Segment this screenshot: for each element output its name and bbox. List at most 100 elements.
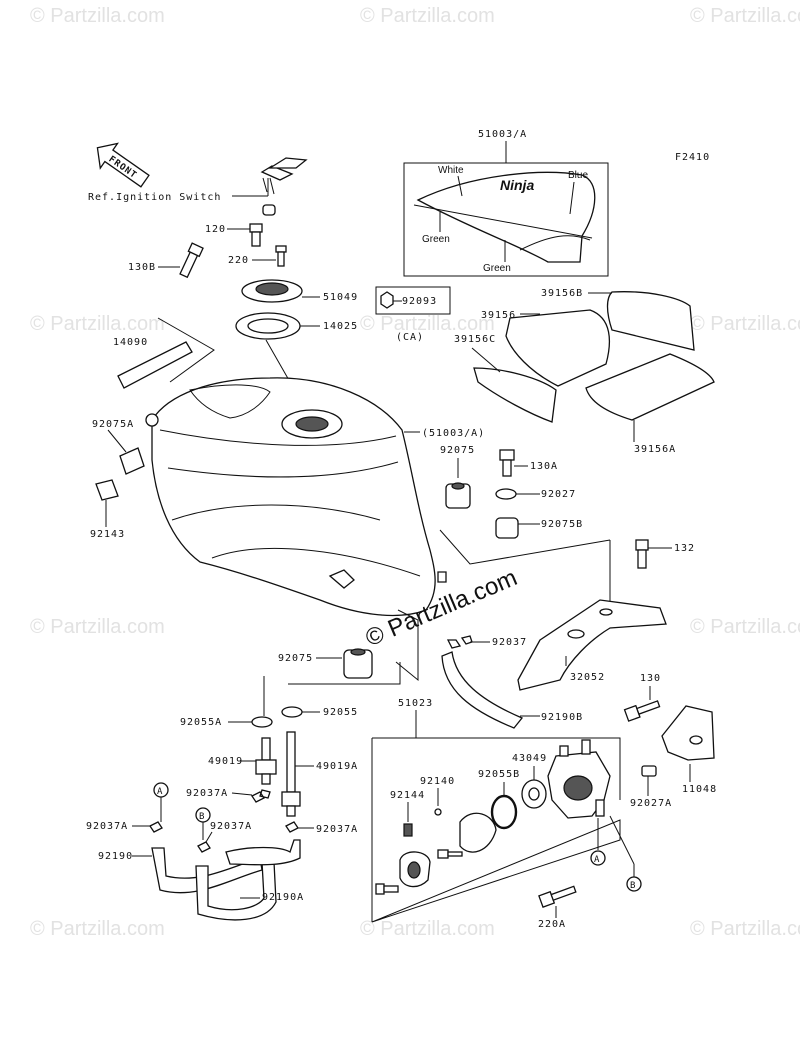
bolt-130-icon [623, 700, 661, 722]
figure-code: F2410 [675, 152, 710, 163]
callout-92190b: 92190B [541, 712, 583, 723]
callout-ca: (CA) [396, 332, 424, 343]
decal-color-green-2: Green [483, 263, 511, 274]
clip-92037a-icon [149, 821, 163, 833]
bracket-11048-icon [661, 705, 715, 761]
callout-132: 132 [674, 543, 695, 554]
watermark: © Partzilla.com [690, 313, 800, 335]
screw-icon [437, 849, 463, 859]
callout-92055b: 92055B [478, 769, 520, 780]
callout-92143: 92143 [90, 529, 125, 540]
callout-220a: 220A [538, 919, 566, 930]
callout-51003a: 51003/A [478, 129, 527, 140]
callout-92037a-3: 92037A [86, 821, 128, 832]
nut-icon [380, 291, 394, 309]
fuel-tank-icon [151, 377, 447, 617]
ignition-key-icon [260, 157, 308, 195]
grommet-92075a-icon [119, 447, 145, 475]
fuel-cock-box [371, 737, 621, 923]
callout-92037: 92037 [492, 637, 527, 648]
callout-39156b: 39156B [541, 288, 583, 299]
callout-51003a-ref: (51003/A) [422, 428, 485, 439]
decal-logo: Ninja [500, 177, 534, 193]
oring-92055a-icon [251, 716, 273, 728]
decal-color-green-1: Green [422, 234, 450, 245]
oring-92055b-icon [490, 794, 518, 830]
callout-92037a-2: 92037A [316, 824, 358, 835]
clip-92037a-icon [285, 821, 299, 833]
watermark: © Partzilla.com [30, 616, 165, 638]
knee-pad-39156c-icon [473, 367, 557, 423]
fitting-49019-icon [255, 737, 277, 785]
callout-92027a: 92027A [630, 798, 672, 809]
callout-130a: 130A [530, 461, 558, 472]
callout-92144: 92144 [390, 790, 425, 801]
callout-92190a: 92190A [262, 892, 304, 903]
callout-51049: 51049 [323, 292, 358, 303]
ref-b-2: B [630, 881, 635, 891]
bolt-132-icon [635, 539, 649, 569]
callout-120: 120 [205, 224, 226, 235]
watermark-layer: © Partzilla.com © Partzilla.com © Partzi… [30, 5, 800, 940]
screw-220a-icon [538, 885, 577, 908]
hose-92190b-icon [441, 651, 524, 729]
callout-92027: 92027 [541, 489, 576, 500]
callout-92190: 92190 [98, 851, 133, 862]
decal-box [403, 162, 609, 277]
knee-pad-39156-icon [505, 309, 611, 387]
oring-92055-icon [281, 706, 303, 718]
knee-pad-39156a-icon [585, 353, 715, 421]
callout-51023: 51023 [398, 698, 433, 709]
callout-92037a-4: 92037A [210, 821, 252, 832]
tank-decal-icon: Ninja [413, 171, 596, 263]
decal-color-white: White [438, 165, 464, 176]
watermark: © Partzilla.com [690, 5, 800, 27]
clip-92037-icon [446, 635, 473, 649]
watermark: © Partzilla.com [690, 616, 800, 638]
washer-92027-icon [495, 488, 517, 500]
callout-130b: 130B [128, 262, 156, 273]
watermark: © Partzilla.com [30, 5, 165, 27]
fitting-49019a-icon [281, 731, 301, 817]
ignition-plug-icon [262, 204, 276, 216]
lever-plate-icon [459, 812, 497, 853]
spring-92144-icon [403, 823, 413, 837]
callout-92055: 92055 [323, 707, 358, 718]
screw-icon [275, 245, 287, 267]
watermark: © Partzilla.com [690, 918, 800, 940]
pad-strip-icon [117, 341, 193, 389]
front-arrow-icon: FRONT [96, 142, 150, 188]
callout-92140: 92140 [420, 776, 455, 787]
ref-a-1: A [157, 787, 163, 797]
ref-b-1: B [199, 812, 204, 822]
bolt-icon [249, 223, 263, 247]
bolt-130b-icon [179, 242, 204, 279]
callout-14090: 14090 [113, 337, 148, 348]
callout-92075b: 92075B [541, 519, 583, 530]
callout-130: 130 [640, 673, 661, 684]
callout-92055a: 92055A [180, 717, 222, 728]
watermark: © Partzilla.com [360, 918, 495, 940]
clip-92037a-icon [251, 789, 271, 803]
watermark: © Partzilla.com [30, 313, 165, 335]
callout-49019: 49019 [208, 756, 243, 767]
watermark: © Partzilla.com [360, 313, 495, 335]
callout-11048: 11048 [682, 784, 717, 795]
callout-92037a-1: 92037A [186, 788, 228, 799]
knee-pad-39156b-icon [606, 291, 695, 351]
callout-32052: 32052 [570, 672, 605, 683]
callout-39156a: 39156A [634, 444, 676, 455]
callout-92075a: 92075A [92, 419, 134, 430]
callout-220: 220 [228, 255, 249, 266]
screw-icon [375, 883, 399, 895]
ref-a-2: A [594, 855, 600, 865]
callout-43049: 43049 [512, 753, 547, 764]
clip-92037a-icon [197, 841, 211, 853]
callout-92075-top: 92075 [440, 445, 475, 456]
watermark: © Partzilla.com [360, 5, 495, 27]
callout-39156c: 39156C [454, 334, 496, 345]
part-92093-box [375, 286, 451, 315]
callout-49019a: 49019A [316, 761, 358, 772]
ball-92140-icon [434, 808, 442, 816]
